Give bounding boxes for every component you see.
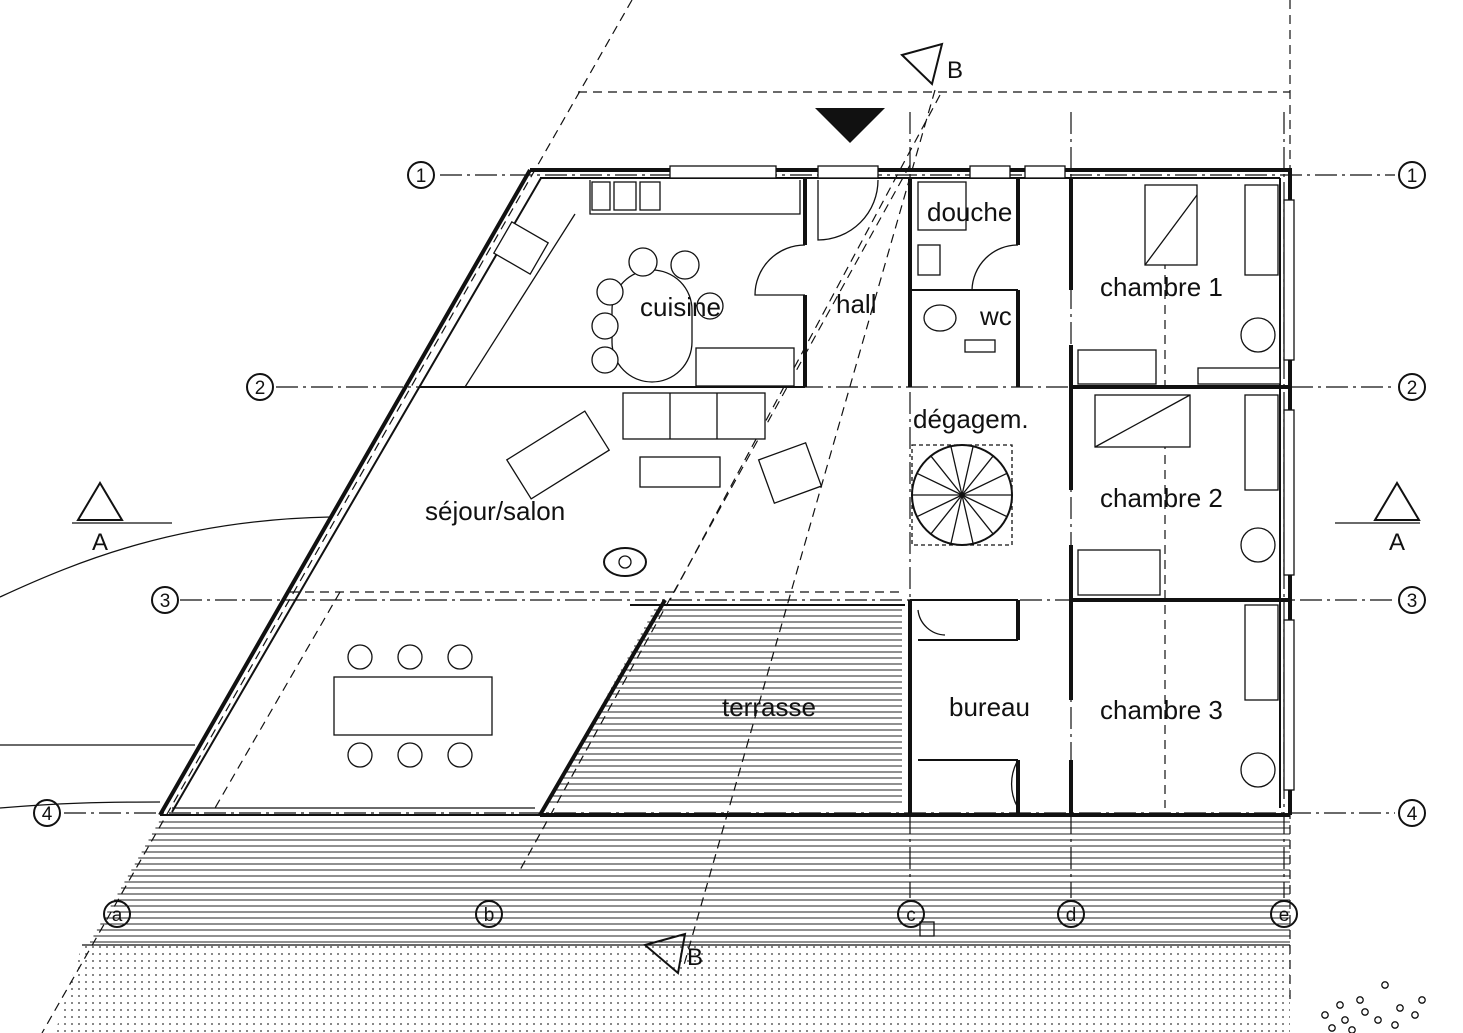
axis-bubble-2-right: 2 <box>1398 373 1426 401</box>
tree-dot <box>1381 981 1389 989</box>
section-marker-b-top: B <box>900 42 963 86</box>
kitchen-counter <box>464 180 801 388</box>
deck-slat <box>961 494 994 535</box>
deck-slat <box>961 472 1008 496</box>
deck-slat <box>950 494 963 544</box>
tree-dot <box>1374 1016 1382 1024</box>
construction-line <box>41 0 633 1033</box>
bathroom-fixtures <box>917 181 996 353</box>
axis-bubble-4-left: 4 <box>33 799 61 827</box>
axis-bubble-1-left: 1 <box>407 161 435 189</box>
tree-dot <box>1396 1004 1404 1012</box>
tree-dot <box>1348 1026 1356 1033</box>
survey-marker <box>919 921 935 937</box>
svg-text:2: 2 <box>255 378 266 399</box>
deck-slat <box>961 455 994 496</box>
room-label-degagement: dégagem. <box>913 404 1029 434</box>
svg-text:1: 1 <box>1407 166 1418 187</box>
deck-slat <box>961 494 974 544</box>
axis-bubble-c: c <box>897 900 925 928</box>
bedroom-furniture <box>1077 184 1281 788</box>
kitchen-table <box>611 269 693 383</box>
deck-bottom <box>90 821 1290 943</box>
axis-bubble-1-right: 1 <box>1398 161 1426 189</box>
axis-bubble-e: e <box>1270 900 1298 928</box>
svg-text:a: a <box>112 905 123 926</box>
svg-text:b: b <box>484 905 495 926</box>
room-label-chambre-1: chambre 1 <box>1100 272 1223 302</box>
tree-symbol <box>1321 981 1426 1033</box>
dining-table <box>333 644 493 768</box>
tree-dot <box>1356 996 1364 1004</box>
svg-text:1: 1 <box>416 166 427 187</box>
terrain-line <box>0 801 161 809</box>
section-label: B <box>947 57 963 84</box>
svg-text:c: c <box>906 905 916 926</box>
tree-dot <box>1321 1011 1329 1019</box>
axis-bubble-3-right: 3 <box>1398 586 1426 614</box>
deck-slat <box>961 446 974 496</box>
svg-text:4: 4 <box>42 804 53 825</box>
room-label-cuisine: cuisine <box>640 292 721 322</box>
axis-bubble-a: a <box>103 900 131 928</box>
construction-line <box>519 164 911 871</box>
spiral-staircase <box>911 444 1013 546</box>
svg-text:e: e <box>1279 905 1290 926</box>
interior-walls <box>420 178 1290 817</box>
tree-dot <box>1361 1008 1369 1016</box>
section-label: A <box>92 529 108 556</box>
windows <box>669 165 1295 791</box>
room-label-douche: douche <box>927 197 1012 227</box>
deck-slat <box>916 494 963 518</box>
deck-slat <box>930 494 963 535</box>
svg-text:d: d <box>1066 905 1077 926</box>
section-marker-b-bottom: B <box>642 932 703 975</box>
construction-line <box>214 591 341 809</box>
room-label-terrasse: terrasse <box>722 692 816 722</box>
svg-text:3: 3 <box>160 591 171 612</box>
doors <box>754 179 1019 809</box>
deck-terrasse <box>548 609 902 803</box>
room-label-bureau: bureau <box>949 692 1030 722</box>
room-label-chambre-2: chambre 2 <box>1100 483 1223 513</box>
svg-text:2: 2 <box>1407 378 1418 399</box>
axis-bubble-2-left: 2 <box>246 373 274 401</box>
tree-dot <box>1341 1016 1349 1024</box>
tree-dot <box>1411 1011 1419 1019</box>
deck-slat <box>916 472 963 496</box>
tree-dot <box>1391 1021 1399 1029</box>
axis-bubble-4-right: 4 <box>1398 799 1426 827</box>
deck-slat <box>961 494 1008 518</box>
axis-bubble-3-left: 3 <box>151 586 179 614</box>
entrance-arrow-icon <box>815 108 885 143</box>
tree-dot <box>1336 1001 1344 1009</box>
deck-slat <box>930 455 963 496</box>
room-label-chambre-3: chambre 3 <box>1100 695 1223 725</box>
axis-bubble-b: b <box>475 900 503 928</box>
svg-text:4: 4 <box>1407 804 1418 825</box>
section-marker-a-left: A <box>72 481 172 556</box>
tree-dot <box>1328 1024 1336 1032</box>
section-label: A <box>1389 529 1405 556</box>
svg-text:3: 3 <box>1407 591 1418 612</box>
construction-line <box>683 89 936 966</box>
axis-bubble-d: d <box>1057 900 1085 928</box>
section-label: B <box>687 944 703 971</box>
tree-dot <box>1418 996 1426 1004</box>
room-label-hall: hall <box>836 289 876 319</box>
room-label-sejour: séjour/salon <box>425 496 565 526</box>
terrain-line <box>0 516 331 598</box>
living-furniture <box>505 392 823 577</box>
ground-hatch <box>55 945 1290 1033</box>
section-marker-a-right: A <box>1335 481 1421 556</box>
deck-slat <box>950 446 963 496</box>
room-label-wc: wc <box>979 301 1012 331</box>
